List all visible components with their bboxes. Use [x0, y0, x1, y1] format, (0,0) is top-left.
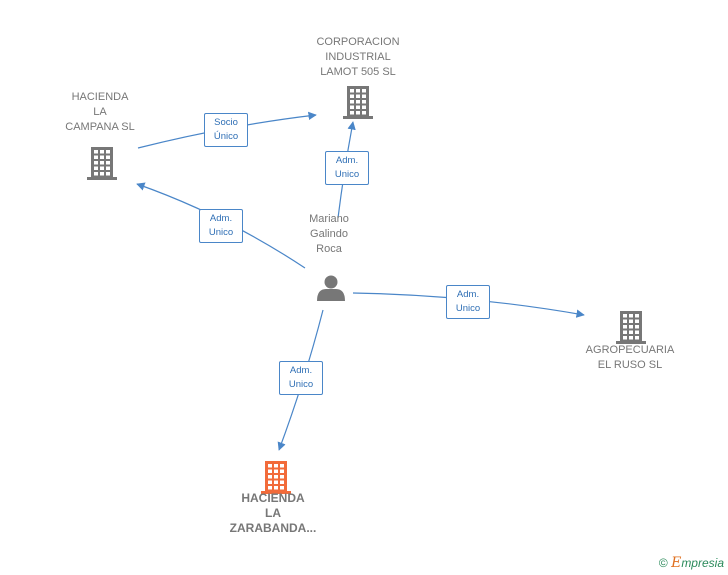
building-icon-corporacion[interactable] — [343, 86, 373, 119]
node-label-corporacion[interactable]: CORPORACION INDUSTRIAL LAMOT 505 SL — [316, 36, 400, 78]
copyright-icon: © — [658, 556, 668, 570]
icons-layer — [87, 86, 646, 494]
node-label-mariano[interactable]: Mariano Galindo Roca — [309, 213, 349, 255]
edge-label-mariano-corporacion[interactable]: Adm. Unico — [325, 151, 369, 185]
brand-logo-letter: E — [671, 555, 682, 571]
building-icon-zarabanda[interactable] — [261, 461, 291, 494]
node-label-zarabanda[interactable]: HACIENDA LA ZARABANDA... — [229, 491, 317, 535]
building-icon-agropecuaria[interactable] — [616, 311, 646, 344]
node-label-campana[interactable]: HACIENDA LA CAMPANA SL — [65, 91, 135, 133]
edge-label-campana-corporacion[interactable]: Socio Único — [204, 113, 248, 147]
building-icon-campana[interactable] — [87, 147, 117, 180]
edge-label-mariano-agropecuaria[interactable]: Adm. Unico — [446, 285, 490, 319]
node-label-agropecuaria[interactable]: AGROPECUARIA EL RUSO SL — [585, 344, 675, 371]
edge-label-mariano-campana[interactable]: Adm. Unico — [199, 209, 243, 243]
person-icon-mariano[interactable] — [317, 275, 345, 302]
edge-label-mariano-zarabanda[interactable]: Adm. Unico — [279, 361, 323, 395]
brand-name: mpresia — [681, 556, 724, 570]
footer-brand[interactable]: © Empresia — [659, 555, 724, 571]
